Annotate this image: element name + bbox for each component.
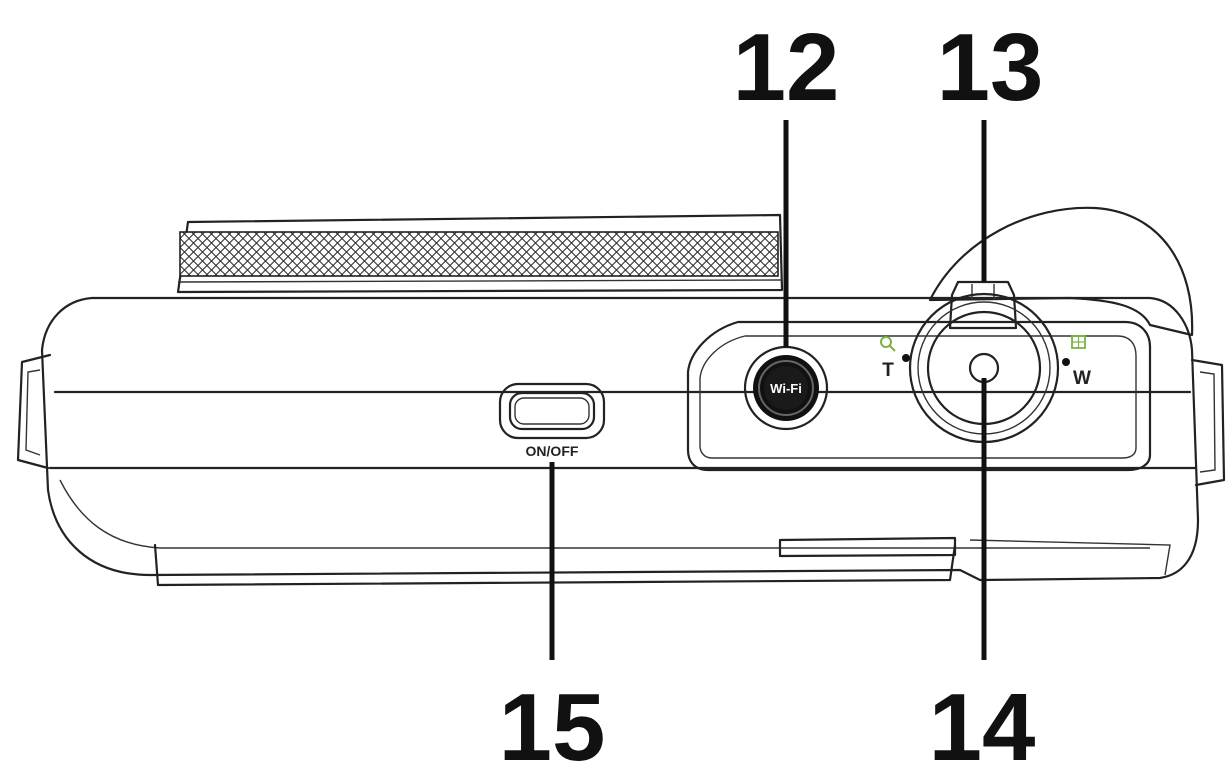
control-panel (686, 320, 1152, 472)
grid-icon (1071, 335, 1086, 349)
wide-label: W (1073, 368, 1091, 389)
callout-14: 14 (929, 674, 1036, 779)
wifi-button-label: Wi-Fi (770, 381, 802, 396)
right-strap-lug (1190, 358, 1226, 487)
wifi-button[interactable] (743, 345, 829, 431)
callout-15: 15 (499, 674, 606, 779)
wide-indicator: W (1062, 335, 1091, 389)
callout-12: 12 (733, 14, 840, 121)
power-button[interactable] (498, 382, 606, 440)
callout-13: 13 (937, 14, 1044, 121)
camera-body (40, 296, 1200, 587)
lens-barrel (176, 213, 784, 294)
tele-label: T (882, 360, 894, 381)
left-strap-lug (16, 353, 52, 470)
power-button-label: ON/OFF (526, 443, 579, 459)
camera-grip (928, 206, 1194, 337)
magnifier-icon (880, 336, 896, 352)
tele-indicator: T (880, 336, 910, 381)
